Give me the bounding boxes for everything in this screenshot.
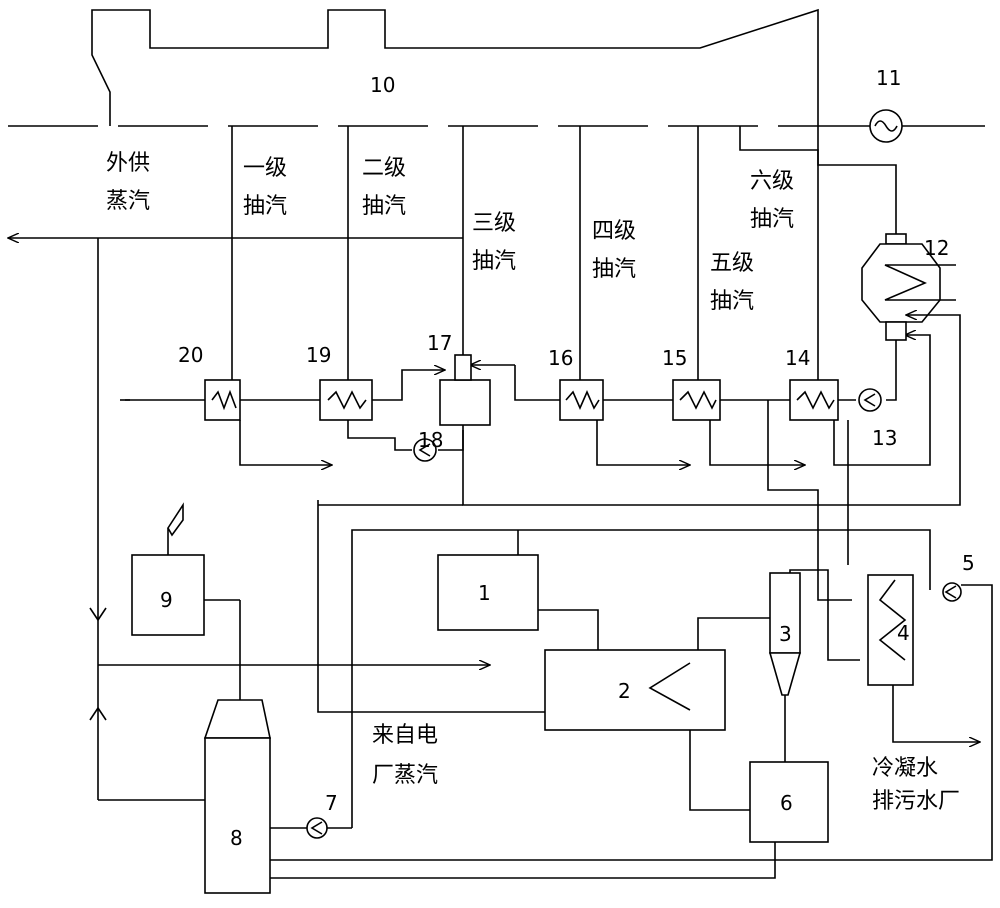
- heater-20: [204, 379, 241, 421]
- heater-19: [319, 379, 373, 421]
- label-10: 10: [370, 73, 395, 97]
- extraction-5-label-1: 五级: [710, 251, 754, 276]
- extraction-5-label-2: 抽汽: [710, 289, 754, 314]
- plant-steam-label-2: 厂蒸汽: [372, 763, 438, 788]
- generator: [869, 109, 903, 143]
- extraction-4-label-2: 抽汽: [592, 257, 636, 282]
- label-1: 1: [478, 581, 491, 605]
- pump-18: [413, 438, 437, 462]
- boiler: [203, 699, 271, 894]
- label-6: 6: [780, 791, 793, 815]
- box-9: [131, 554, 205, 636]
- label-2: 2: [618, 679, 631, 703]
- deaerator: [439, 354, 491, 426]
- condensate-label: 冷凝水: [872, 756, 938, 781]
- extraction-3-label-1: 三级: [472, 211, 516, 236]
- condenser: [861, 233, 956, 341]
- up-arrow: [89, 706, 107, 721]
- label-16: 16: [548, 346, 573, 370]
- extraction-1-label-1: 一级: [243, 156, 287, 181]
- extraction-1-label-2: 抽汽: [243, 194, 287, 219]
- label-5: 5: [962, 551, 975, 575]
- heater-16: [559, 379, 604, 421]
- pump-5: [942, 582, 962, 602]
- label-3: 3: [779, 622, 792, 646]
- extraction-6-line: [739, 126, 819, 380]
- sewage-plant-label: 排污水厂: [872, 789, 960, 814]
- extraction-6-label-1: 六级: [750, 169, 794, 194]
- box-1: [437, 554, 539, 631]
- label-15: 15: [662, 346, 687, 370]
- label-9: 9: [160, 588, 173, 612]
- label-8: 8: [230, 826, 243, 850]
- pump-13: [858, 388, 882, 412]
- extraction-4-label-1: 四级: [592, 219, 636, 244]
- extraction-2-label-2: 抽汽: [362, 194, 406, 219]
- label-7: 7: [325, 791, 338, 815]
- heat-exchanger: [867, 574, 914, 686]
- label-4: 4: [897, 621, 910, 645]
- turbine-casing: [91, 8, 897, 238]
- heater-14: [789, 379, 839, 421]
- condensate-to-heaters: [886, 340, 897, 401]
- label-11: 11: [876, 66, 901, 90]
- label-20: 20: [178, 343, 203, 367]
- chimney-flag: [167, 502, 184, 537]
- supply-steam-label-1: 外供: [106, 151, 150, 176]
- label-13: 13: [872, 426, 897, 450]
- plant-steam-label-1: 来自电: [372, 723, 438, 748]
- pump-7: [306, 817, 328, 839]
- label-18: 18: [418, 428, 443, 452]
- label-19: 19: [306, 343, 331, 367]
- extraction-2-label-1: 二级: [362, 156, 406, 181]
- separator: [768, 572, 802, 696]
- dryer: [544, 649, 726, 731]
- heater-15: [672, 379, 721, 421]
- supply-steam-label-2: 蒸汽: [106, 189, 150, 214]
- label-17: 17: [427, 331, 452, 355]
- label-12: 12: [924, 236, 949, 260]
- extraction-6-label-2: 抽汽: [750, 207, 794, 232]
- box-6: [749, 761, 829, 843]
- down-arrow: [89, 607, 107, 622]
- extraction-3-label-2: 抽汽: [472, 249, 516, 274]
- label-14: 14: [785, 346, 810, 370]
